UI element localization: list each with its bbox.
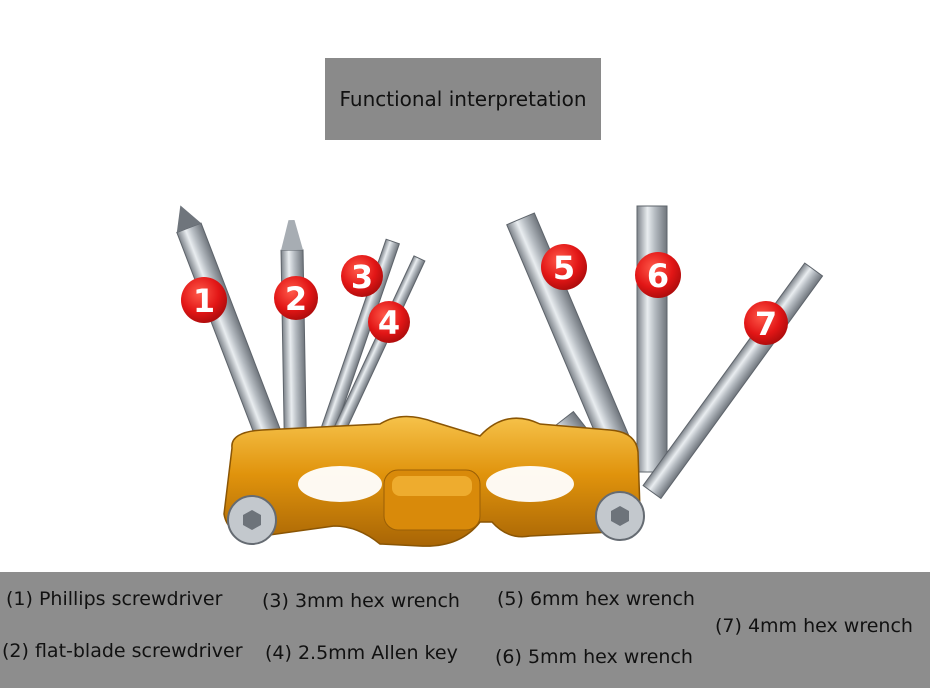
marker-4-label: 4 [378,304,400,342]
marker-6: 6 [635,252,681,298]
title-text: Functional interpretation [339,87,587,111]
legend-item-5: (5) 6mm hex wrench [497,588,695,610]
marker-6-label: 6 [647,257,669,295]
legend-item-1: (1) Phillips screwdriver [6,588,223,610]
tool-body [223,415,641,547]
marker-3: 3 [341,255,383,297]
marker-4: 4 [368,301,410,343]
marker-3-label: 3 [351,258,373,296]
legend-item-7: (7) 4mm hex wrench [715,615,913,637]
legend-panel: (1) Phillips screwdriver (3) 3mm hex wre… [0,572,930,688]
left-bolt [227,495,277,545]
hex-4mm-blade [642,262,824,500]
legend-item-3: (3) 3mm hex wrench [262,590,460,612]
marker-2: 2 [274,276,318,320]
marker-7: 7 [744,301,788,345]
title-banner: Functional interpretation [325,58,601,140]
marker-5: 5 [541,244,587,290]
hex-5mm-blade [636,205,668,473]
legend-item-2: (2) flat-blade screwdriver [2,640,243,662]
legend-item-4: (4) 2.5mm Allen key [265,642,458,664]
legend-item-6: (6) 5mm hex wrench [495,646,693,668]
marker-7-label: 7 [755,305,777,343]
right-bolt [595,491,645,541]
marker-1: 1 [181,277,227,323]
multitool-photo: 1 2 3 4 5 6 7 [176,205,824,547]
marker-2-label: 2 [285,280,307,318]
marker-5-label: 5 [553,249,575,287]
marker-1-label: 1 [193,282,215,320]
